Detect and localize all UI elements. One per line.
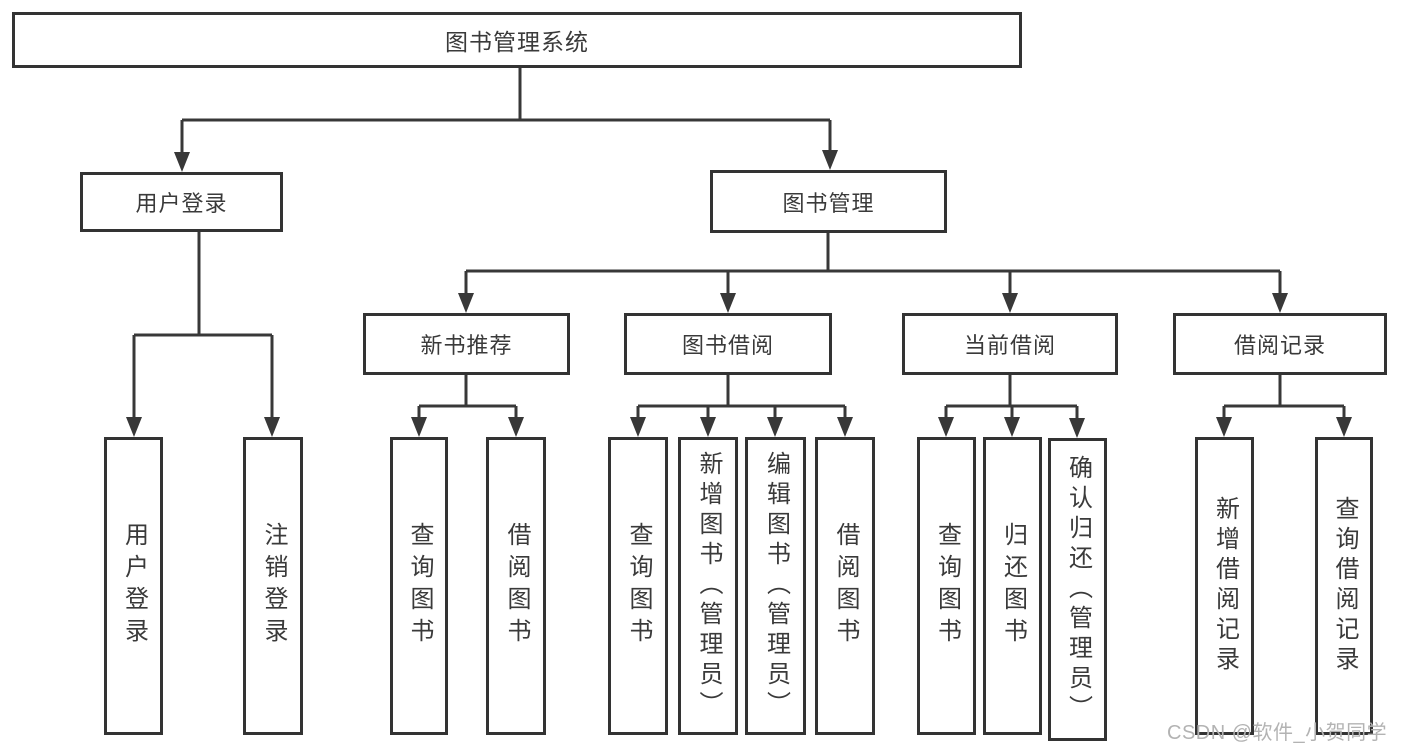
node-book-borrowing: 图书借阅: [624, 313, 832, 375]
node-user-login: 用户登录: [80, 172, 283, 232]
node-leaf-confirm-return-admin: 确认归还（管理员）: [1048, 438, 1107, 741]
arrowhead-icon: [938, 417, 954, 437]
arrowhead-icon: [630, 417, 646, 437]
leaf-label: 借阅图书: [832, 522, 859, 650]
leaf-label: 归还图书: [999, 522, 1027, 650]
node-leaf-query-borrow-record: 查询借阅记录: [1315, 437, 1373, 735]
node-leaf-query-books: 查询图书: [390, 437, 448, 735]
node-leaf-logout: 注销登录: [243, 437, 303, 735]
node-current-borrowing: 当前借阅: [902, 313, 1118, 375]
node-leaf-query-books: 查询图书: [608, 437, 668, 735]
node-borrow-records: 借阅记录: [1173, 313, 1387, 375]
leaf-label: 查询图书: [933, 522, 961, 650]
node-book-management: 图书管理: [710, 170, 947, 233]
arrowhead-icon: [126, 417, 142, 437]
node-leaf-borrow-books: 借阅图书: [486, 437, 546, 735]
arrowhead-icon: [1336, 417, 1352, 437]
node-new-book-recommend: 新书推荐: [363, 313, 570, 375]
arrowhead-icon: [264, 417, 280, 437]
node-leaf-user-login: 用户登录: [104, 437, 163, 735]
node-leaf-borrow-books: 借阅图书: [815, 437, 875, 735]
leaf-label: 查询图书: [406, 522, 433, 650]
leaf-label: 编辑图书（管理员）: [762, 451, 790, 721]
leaf-label: 查询图书: [625, 522, 652, 650]
arrowhead-icon: [1002, 293, 1018, 313]
arrowhead-icon: [508, 417, 524, 437]
arrowhead-icon: [1216, 417, 1232, 437]
arrowhead-icon: [700, 417, 716, 437]
arrowhead-icon: [1069, 418, 1085, 438]
leaf-label: 确认归还（管理员）: [1064, 454, 1092, 725]
node-leaf-edit-books-admin: 编辑图书（管理员）: [745, 437, 806, 735]
node-leaf-return-books: 归还图书: [983, 437, 1042, 735]
node-library-management-system: 图书管理系统: [12, 12, 1022, 68]
node-leaf-add-books-admin: 新增图书（管理员）: [678, 437, 738, 735]
arrowhead-icon: [720, 293, 736, 313]
arrowhead-icon: [1272, 293, 1288, 313]
arrowhead-icon: [458, 293, 474, 313]
leaf-label: 注销登录: [260, 522, 287, 650]
leaf-label: 查询借阅记录: [1331, 496, 1358, 676]
leaf-label: 借阅图书: [503, 522, 530, 650]
arrowhead-icon: [767, 417, 783, 437]
node-leaf-query-books: 查询图书: [917, 437, 976, 735]
arrowhead-icon: [1004, 417, 1020, 437]
arrowhead-icon: [837, 417, 853, 437]
leaf-label: 新增借阅记录: [1211, 496, 1239, 676]
arrowhead-icon: [411, 417, 427, 437]
watermark: CSDN @软件_小贺同学: [1167, 722, 1388, 744]
arrowhead-icon: [822, 150, 838, 170]
node-leaf-add-borrow-record: 新增借阅记录: [1195, 437, 1254, 735]
leaf-label: 用户登录: [120, 522, 148, 650]
leaf-label: 新增图书（管理员）: [695, 451, 722, 721]
arrowhead-icon: [174, 152, 190, 172]
